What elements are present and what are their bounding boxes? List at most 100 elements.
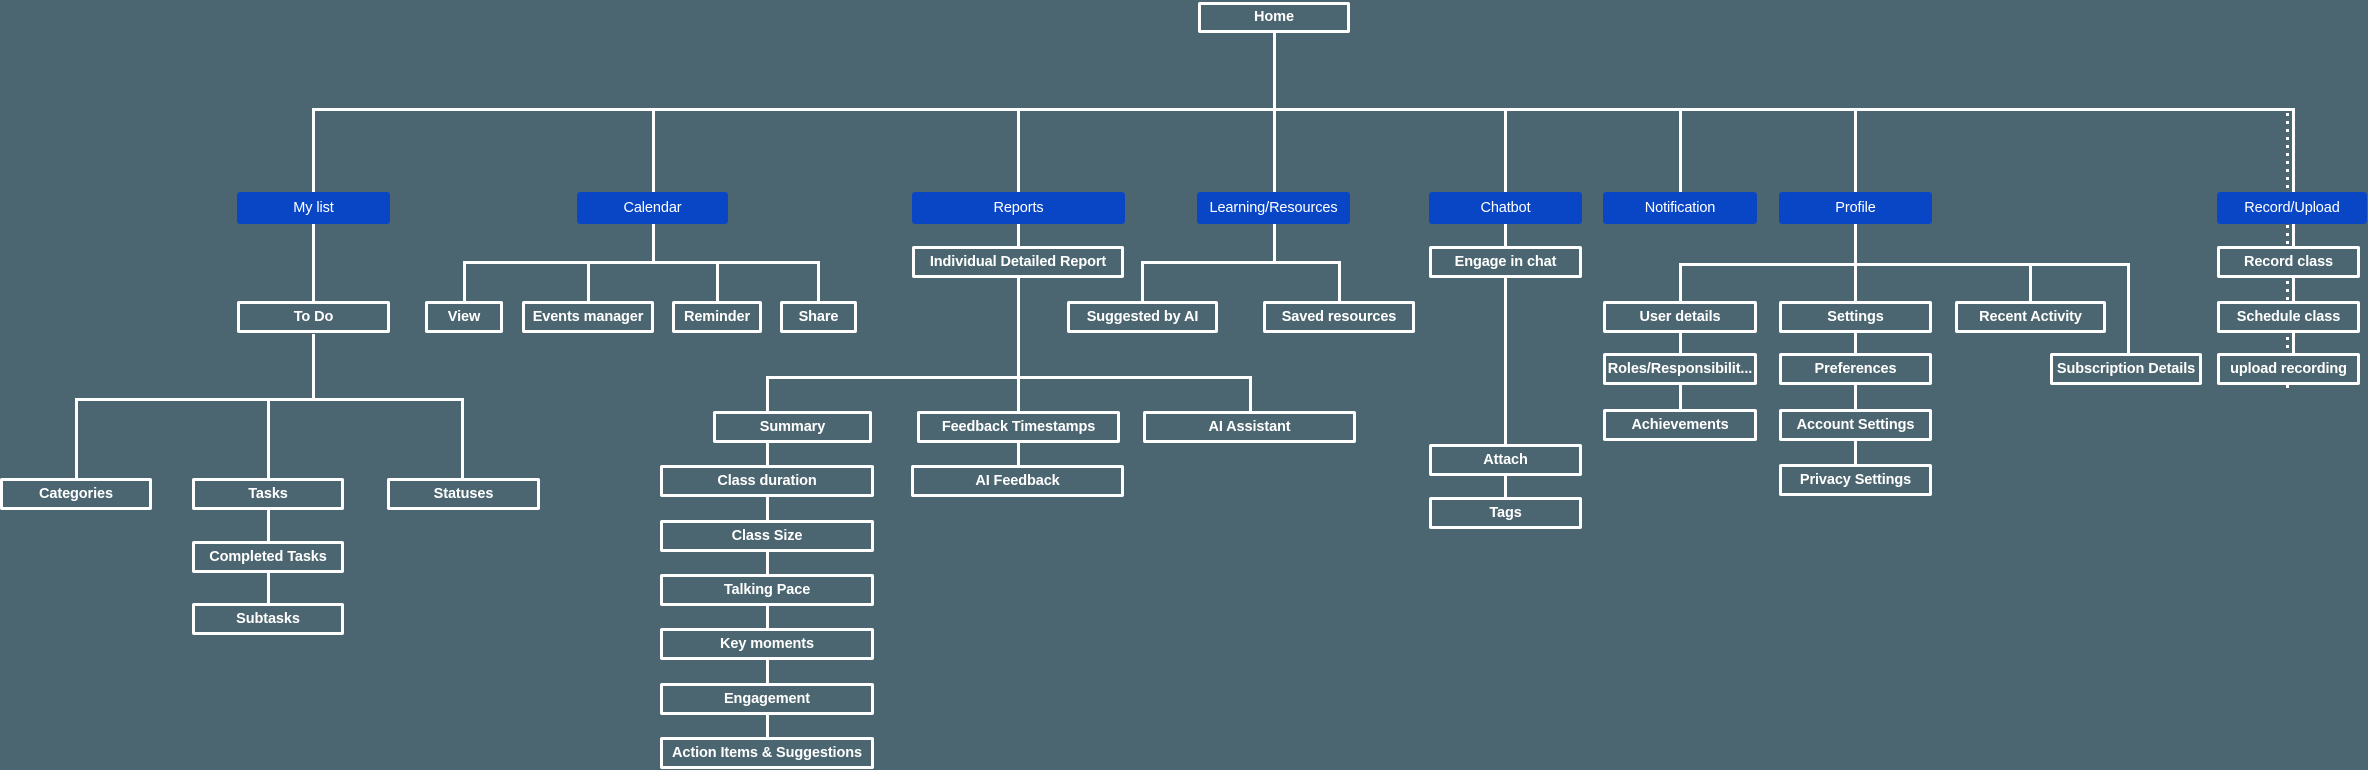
node-upload-recording[interactable]: upload recording — [2217, 353, 2360, 385]
node-events-manager[interactable]: Events manager — [522, 301, 654, 333]
connector-line — [1140, 260, 1341, 264]
connector-line — [1503, 109, 1507, 192]
node-account-settings[interactable]: Account Settings — [1779, 409, 1932, 441]
node-to-do[interactable]: To Do — [237, 301, 390, 333]
node-achievements[interactable]: Achievements — [1603, 409, 1757, 441]
connector-line — [1016, 278, 1020, 377]
connector-line — [2291, 224, 2295, 246]
node-settings[interactable]: Settings — [1779, 301, 1932, 333]
connector-line — [1678, 264, 1682, 301]
node-summary[interactable]: Summary — [713, 411, 872, 443]
connector-line — [311, 224, 315, 301]
node-ai-feedback[interactable]: AI Feedback — [911, 465, 1124, 497]
node-class-size[interactable]: Class Size — [660, 520, 874, 552]
connector-line — [765, 497, 769, 520]
node-subscription-details[interactable]: Subscription Details — [2050, 353, 2202, 385]
connector-line — [765, 552, 769, 574]
node-learning-resources[interactable]: Learning/Resources — [1197, 192, 1350, 224]
connector-line — [1016, 224, 1020, 246]
node-user-details[interactable]: User details — [1603, 301, 1757, 333]
node-reminder[interactable]: Reminder — [672, 301, 762, 333]
connector-line — [1853, 264, 1857, 301]
node-tasks[interactable]: Tasks — [192, 478, 344, 510]
connector-line — [1853, 109, 1857, 192]
node-key-moments[interactable]: Key moments — [660, 628, 874, 660]
node-share[interactable]: Share — [780, 301, 857, 333]
connector-line — [1853, 333, 1857, 353]
node-preferences[interactable]: Preferences — [1779, 353, 1932, 385]
connector-line — [2291, 109, 2295, 192]
connector-line — [765, 606, 769, 628]
node-record-upload[interactable]: Record/Upload — [2217, 192, 2367, 224]
connector-line — [1272, 224, 1276, 262]
node-calendar[interactable]: Calendar — [577, 192, 728, 224]
node-recent-activity[interactable]: Recent Activity — [1955, 301, 2106, 333]
connector-line — [2291, 278, 2295, 301]
connector-line — [311, 109, 315, 192]
connector-line — [266, 510, 270, 541]
node-attach[interactable]: Attach — [1429, 444, 1582, 476]
node-schedule-class[interactable]: Schedule class — [2217, 301, 2360, 333]
node-view[interactable]: View — [425, 301, 503, 333]
node-categories[interactable]: Categories — [0, 478, 152, 510]
node-ai-assistant[interactable]: AI Assistant — [1143, 411, 1356, 443]
connector-line — [1016, 443, 1020, 465]
connector-line — [765, 377, 769, 411]
node-privacy-settings[interactable]: Privacy Settings — [1779, 464, 1932, 496]
node-feedback-timestamps[interactable]: Feedback Timestamps — [917, 411, 1120, 443]
connector-line — [715, 262, 719, 301]
connector-line — [74, 399, 78, 478]
connector-line — [1853, 224, 1857, 264]
connector-line — [266, 573, 270, 603]
connector-line — [1016, 109, 1020, 192]
connector-line — [651, 109, 655, 192]
connector-line — [1503, 476, 1507, 497]
connector-line — [266, 399, 270, 478]
node-subtasks[interactable]: Subtasks — [192, 603, 344, 635]
node-my-list[interactable]: My list — [237, 192, 390, 224]
node-reports[interactable]: Reports — [912, 192, 1125, 224]
node-suggested-by-ai[interactable]: Suggested by AI — [1067, 301, 1218, 333]
node-talking-pace[interactable]: Talking Pace — [660, 574, 874, 606]
connector-line — [460, 399, 464, 478]
node-statuses[interactable]: Statuses — [387, 478, 540, 510]
node-saved-resources[interactable]: Saved resources — [1263, 301, 1415, 333]
connector-line — [2028, 264, 2032, 301]
node-class-duration[interactable]: Class duration — [660, 465, 874, 497]
connector-line — [2291, 333, 2295, 353]
connector-line — [765, 443, 769, 465]
node-engagement[interactable]: Engagement — [660, 683, 874, 715]
connector-line — [2126, 264, 2130, 353]
node-action-items-suggestions[interactable]: Action Items & Suggestions — [660, 737, 874, 769]
connector-line — [1853, 385, 1857, 409]
node-chatbot[interactable]: Chatbot — [1429, 192, 1582, 224]
connector-line — [1678, 385, 1682, 409]
connector-line — [1678, 262, 2130, 266]
connector-line — [311, 107, 2295, 111]
connector-line — [311, 334, 315, 399]
connector-line — [1678, 333, 1682, 353]
node-individual-detailed-report[interactable]: Individual Detailed Report — [912, 246, 1124, 278]
node-roles-responsibilities[interactable]: Roles/Responsibilit... — [1603, 353, 1757, 385]
node-completed-tasks[interactable]: Completed Tasks — [192, 541, 344, 573]
node-notification[interactable]: Notification — [1603, 192, 1757, 224]
connector-line — [651, 224, 655, 262]
connector-line — [765, 660, 769, 683]
connector-line — [1503, 224, 1507, 246]
connector-line — [1853, 441, 1857, 464]
node-engage-in-chat[interactable]: Engage in chat — [1429, 246, 1582, 278]
node-record-class[interactable]: Record class — [2217, 246, 2360, 278]
connector-line — [765, 375, 1252, 379]
node-profile[interactable]: Profile — [1779, 192, 1932, 224]
connector-line — [1140, 262, 1144, 301]
connector-line — [462, 262, 466, 301]
connector-line — [1248, 377, 1252, 411]
connector-line — [586, 262, 590, 301]
connector-line — [765, 715, 769, 737]
node-tags[interactable]: Tags — [1429, 497, 1582, 529]
node-home[interactable]: Home — [1198, 2, 1350, 33]
connector-line — [462, 260, 820, 264]
connector-line — [1016, 377, 1020, 411]
connector-line — [1503, 278, 1507, 444]
